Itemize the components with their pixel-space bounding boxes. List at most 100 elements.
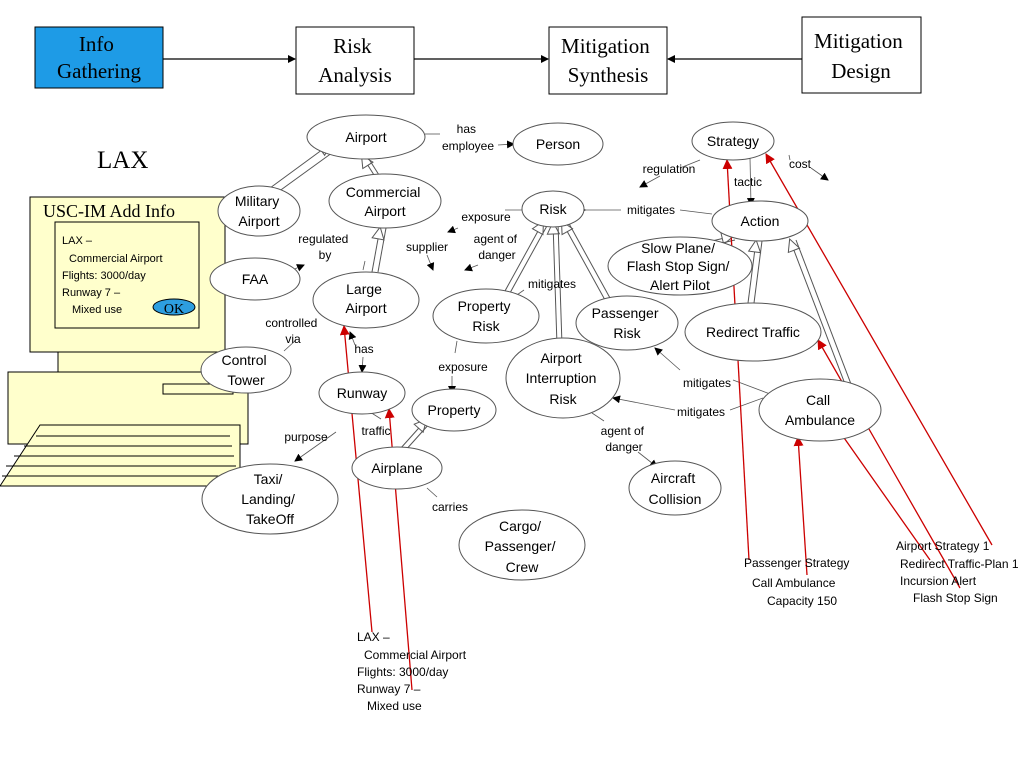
svg-text:Large Airport: Large Airport xyxy=(345,281,386,316)
mitigation-design-box[interactable] xyxy=(801,16,922,94)
node-redirect-traffic[interactable] xyxy=(684,302,822,362)
svg-text:mitigates: mitigates xyxy=(627,203,675,217)
edge-label: carries xyxy=(432,500,468,514)
node-label: Military xyxy=(235,193,279,209)
node-label: Runway xyxy=(337,385,388,401)
mitigation-design-line: Design xyxy=(831,59,891,83)
svg-text:regulation: regulation xyxy=(643,162,696,176)
annotation-line: Redirect Traffic-Plan 1 xyxy=(900,557,1019,571)
node-taxi[interactable] xyxy=(201,463,339,535)
node-airport[interactable] xyxy=(306,114,426,160)
annotation-line: Commercial Airport xyxy=(364,648,467,662)
ok-button[interactable] xyxy=(152,298,196,316)
annotation-line: Passenger Strategy xyxy=(744,556,849,570)
node-airplane[interactable] xyxy=(351,446,443,490)
svg-text:Control Tower: Control Tower xyxy=(221,352,270,388)
edge-label: purpose xyxy=(284,430,328,444)
node-label: Interruption xyxy=(526,370,597,386)
risk-analysis-box[interactable] xyxy=(295,26,415,95)
node-action[interactable] xyxy=(711,200,809,242)
svg-text:agent of danger: agent of danger xyxy=(474,232,521,262)
svg-text:Runway: Runway xyxy=(337,385,388,401)
node-aircraft-collision[interactable] xyxy=(628,460,722,516)
svg-text:Property: Property xyxy=(428,402,481,418)
node-label: Strategy xyxy=(707,133,759,149)
svg-text:purpose: purpose xyxy=(284,430,328,444)
edge-label: supplier xyxy=(406,240,448,254)
edge-label: mitigates xyxy=(683,376,731,390)
node-airport-interruption-risk[interactable] xyxy=(505,337,621,419)
edge-label: traffic xyxy=(361,424,390,438)
node-label: Flash Stop Sign/ xyxy=(627,258,730,274)
edge-label: agent of xyxy=(474,232,518,246)
node-label: Passenger xyxy=(592,305,659,321)
node-passenger-risk[interactable] xyxy=(575,295,679,351)
node-runway[interactable] xyxy=(318,371,406,415)
svg-text:agent of danger: agent of danger xyxy=(601,424,648,454)
svg-text:supplier: supplier xyxy=(406,240,448,254)
risk-analysis-line: Analysis xyxy=(318,63,392,87)
node-label: Control xyxy=(221,352,266,368)
node-cargo[interactable] xyxy=(458,509,586,581)
svg-text:mitigates: mitigates xyxy=(528,277,576,291)
svg-text:tactic: tactic xyxy=(734,175,762,189)
node-label: Call xyxy=(806,392,830,408)
node-label: Alert Pilot xyxy=(650,277,710,293)
subclass-links xyxy=(269,144,852,453)
node-faa[interactable] xyxy=(209,257,301,301)
svg-text:Action: Action xyxy=(741,213,780,229)
node-label: Risk xyxy=(613,325,641,341)
node-label: Action xyxy=(741,213,780,229)
mitigation-synthesis-box[interactable] xyxy=(548,26,668,95)
svg-text:cost: cost xyxy=(789,157,812,171)
node-label: FAA xyxy=(242,271,269,287)
edge-label: cost xyxy=(789,157,812,171)
svg-text:Person: Person xyxy=(536,136,580,152)
edge-label: mitigates xyxy=(627,203,675,217)
svg-text:carries: carries xyxy=(432,500,468,514)
node-label: Ambulance xyxy=(785,412,855,428)
edge-label: tactic xyxy=(734,175,762,189)
edge-label: exposure xyxy=(438,360,488,374)
node-risk[interactable] xyxy=(521,190,585,228)
node-person[interactable] xyxy=(512,122,604,166)
annotation-line: Capacity 150 xyxy=(767,594,837,608)
node-label: Slow Plane/ xyxy=(641,240,715,256)
annotation-line: Flash Stop Sign xyxy=(913,591,998,605)
node-commercial-airport[interactable] xyxy=(328,173,442,229)
node-label: Airport xyxy=(345,300,386,316)
node-label: Person xyxy=(536,136,580,152)
node-military-airport[interactable] xyxy=(217,185,301,237)
node-label: Airport xyxy=(238,213,279,229)
node-strategy[interactable] xyxy=(691,121,775,161)
svg-text:Passenger Risk: Passenger Risk xyxy=(592,305,663,341)
node-label: Cargo/ xyxy=(499,518,541,534)
svg-text:Mitigation Design: Mitigation Design xyxy=(814,29,908,83)
annotation-line: LAX – xyxy=(357,630,390,644)
svg-text:Call Ambulance: Call Ambulance xyxy=(785,392,855,428)
node-label: Collision xyxy=(649,491,702,507)
info-gathering-line: Info xyxy=(79,32,114,56)
node-label: Risk xyxy=(472,318,500,334)
edge-label: regulated xyxy=(298,232,348,246)
node-property[interactable] xyxy=(411,388,497,432)
edge-label: mitigates xyxy=(677,405,725,419)
svg-text:FAA: FAA xyxy=(242,271,269,287)
info-gathering-box[interactable] xyxy=(34,26,164,89)
ok-button-label: OK xyxy=(164,302,184,317)
risk-analysis-line: Risk xyxy=(333,34,372,58)
node-label: Commercial xyxy=(346,184,421,200)
screen-line: LAX – xyxy=(62,235,93,247)
node-label: Airport xyxy=(540,350,581,366)
node-property-risk[interactable] xyxy=(432,288,540,344)
node-control-tower[interactable] xyxy=(200,346,292,394)
node-slow-plane[interactable] xyxy=(607,236,753,296)
node-call-ambulance[interactable] xyxy=(758,378,882,442)
node-label: Crew xyxy=(506,559,540,575)
svg-text:Redirect Traffic: Redirect Traffic xyxy=(706,324,800,340)
mitigation-synthesis-line: Synthesis xyxy=(568,63,649,87)
annotation-line: Runway 7 – xyxy=(357,682,421,696)
node-large-airport[interactable] xyxy=(312,271,420,329)
edge-label: danger xyxy=(605,440,642,454)
svg-text:Info Gathering: Info Gathering xyxy=(57,32,141,83)
